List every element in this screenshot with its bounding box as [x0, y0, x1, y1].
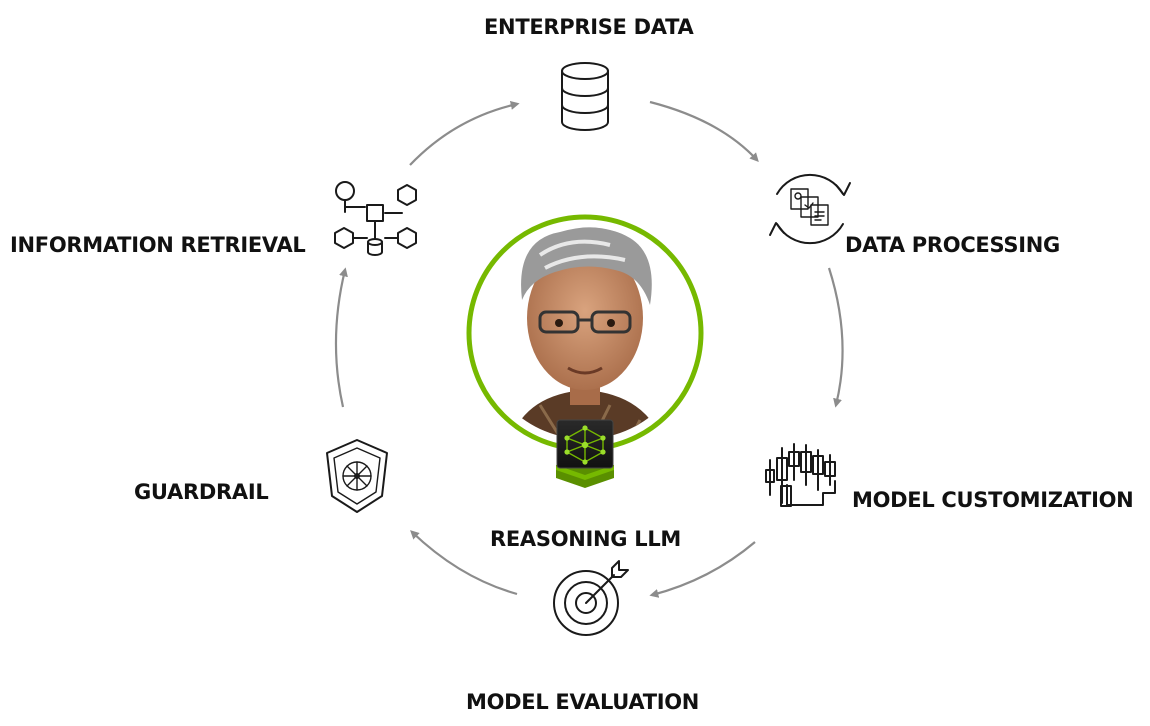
label-guardrail: GUARDRAIL [134, 480, 269, 504]
arrow-guardrail-to-retrieval [334, 267, 348, 408]
label-information-retrieval: INFORMATION RETRIEVAL [10, 233, 306, 257]
target-icon [553, 560, 629, 636]
label-model-customization: MODEL CUSTOMIZATION [852, 488, 1134, 512]
label-data-processing: DATA PROCESSING [845, 233, 1060, 257]
shield-network-icon [326, 439, 388, 513]
retrieval-graph-icon [334, 181, 417, 256]
neural-chip-icon [556, 419, 614, 488]
arrow-data-to-processing [649, 100, 759, 162]
label-model-evaluation: MODEL EVALUATION [466, 690, 700, 714]
arrow-retrieval-to-data [409, 101, 520, 166]
avatar [479, 227, 691, 439]
arrow-customization-to-evaluation [649, 541, 756, 598]
label-reasoning-llm: REASONING LLM [490, 527, 682, 551]
arrow-evaluation-to-guardrail [410, 530, 518, 596]
document-refresh-icon [769, 173, 851, 245]
database-icon [561, 62, 609, 131]
arrow-processing-to-customization [827, 267, 844, 408]
label-enterprise-data: ENTERPRISE DATA [484, 15, 694, 39]
candlestick-flow-icon [765, 443, 836, 507]
